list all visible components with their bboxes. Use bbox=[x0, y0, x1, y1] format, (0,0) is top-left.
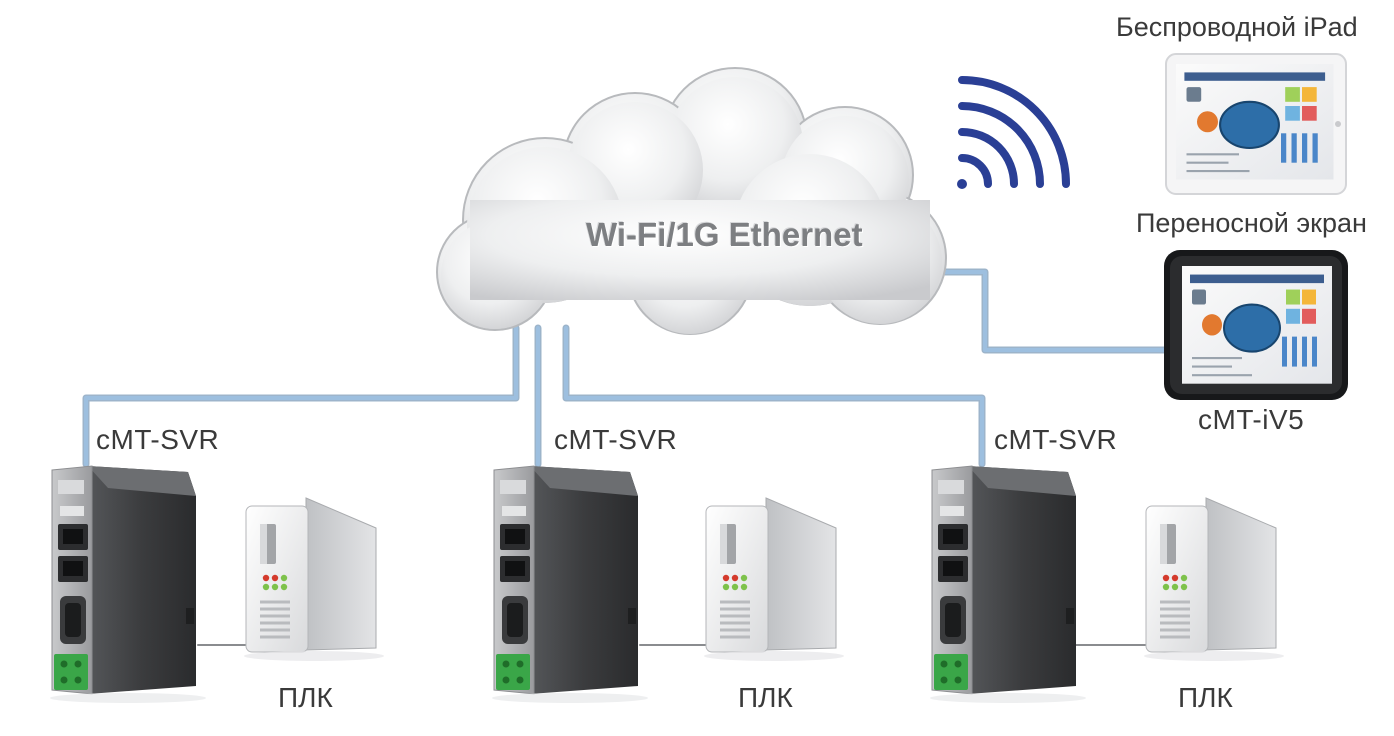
plc-label: ПЛК bbox=[278, 682, 333, 713]
server-icon bbox=[49, 465, 207, 704]
plc-label: ПЛК bbox=[1178, 682, 1233, 713]
network-cables bbox=[82, 268, 1172, 646]
wifi-signal-icon bbox=[957, 76, 1070, 189]
portable-screen-label: Переносной экран bbox=[1136, 208, 1367, 238]
plc-label: ПЛК bbox=[738, 682, 793, 713]
plc-icon bbox=[242, 496, 386, 663]
network-label: Wi-Fi/1G Ethernet bbox=[586, 216, 863, 253]
ipad-icon bbox=[1165, 53, 1347, 195]
plc-icon bbox=[702, 496, 846, 663]
server-label: cMT-SVR bbox=[994, 424, 1118, 455]
cloud-icon bbox=[436, 67, 947, 335]
server-icon bbox=[491, 465, 649, 704]
tablet-icon bbox=[1164, 250, 1348, 400]
ipad-label: Беспроводной iPad bbox=[1116, 12, 1358, 42]
plc-icon bbox=[1142, 496, 1286, 663]
server-label: cMT-SVR bbox=[96, 424, 220, 455]
server-label: cMT-SVR bbox=[554, 424, 678, 455]
portable-screen-model-label: cMT-iV5 bbox=[1198, 404, 1305, 435]
server-icon bbox=[929, 465, 1087, 704]
